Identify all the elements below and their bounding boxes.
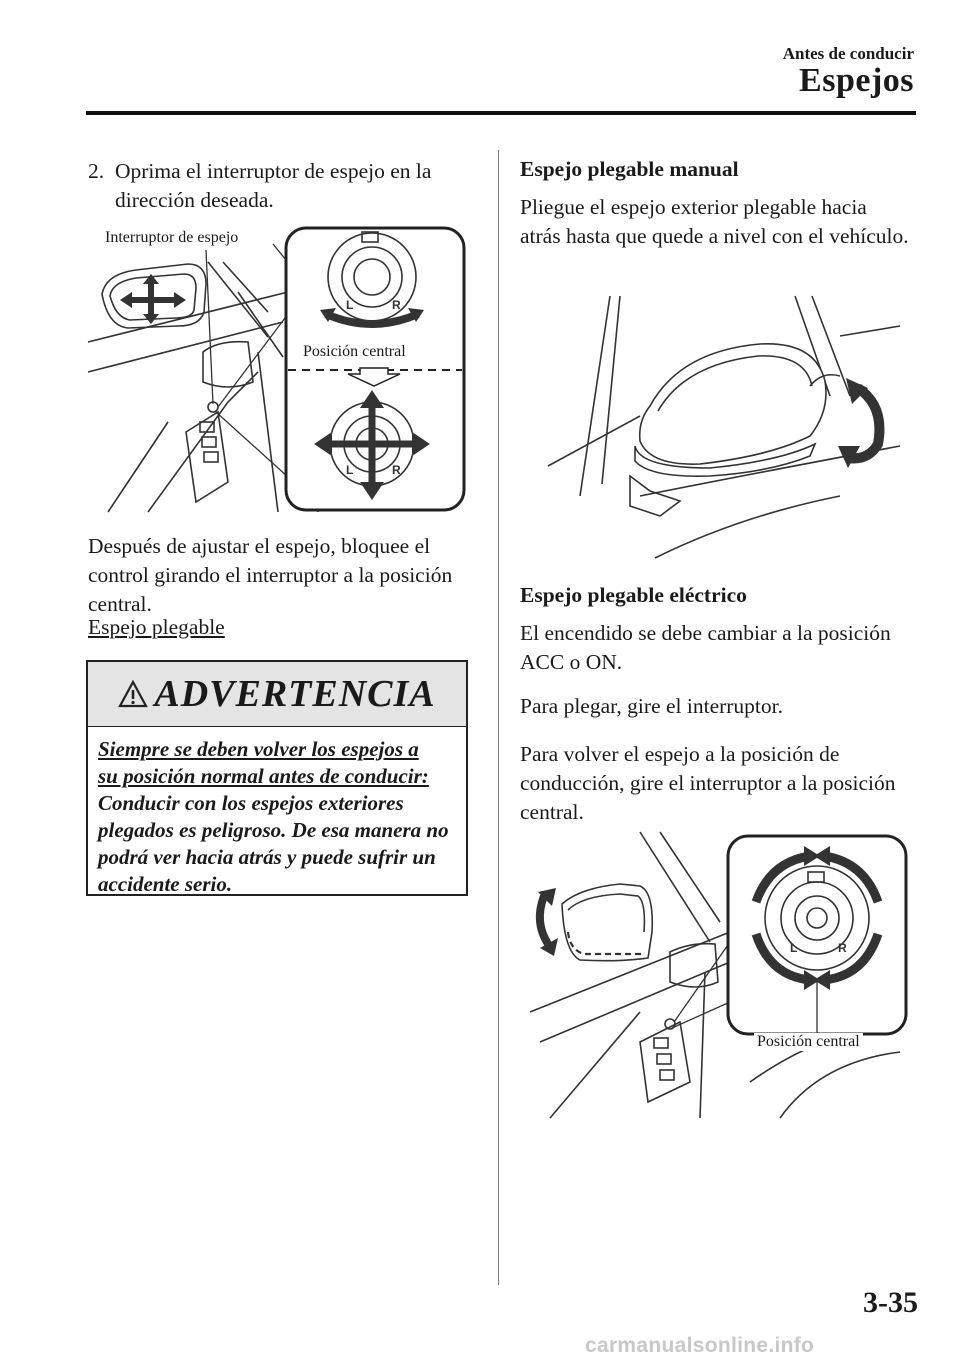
svg-text:L: L bbox=[790, 941, 797, 955]
warning-box: ADVERTENCIA Siempre se deben volver los … bbox=[86, 660, 468, 896]
section-name: Antes de conducir bbox=[782, 44, 914, 63]
svg-text:L: L bbox=[346, 298, 353, 312]
warning-text: Siempre se deben volver los espejos a su… bbox=[98, 736, 458, 898]
electric-p2: Para plegar, gire el interruptor. bbox=[520, 694, 784, 718]
column-divider bbox=[498, 150, 499, 1285]
svg-text:R: R bbox=[838, 941, 847, 955]
electric-fold-illustration: L R bbox=[529, 831, 908, 1119]
subheading-folding-mirror: Espejo plegable bbox=[88, 615, 225, 639]
svg-text:R: R bbox=[392, 463, 401, 477]
electric-fold-figure: L R Posición central bbox=[520, 831, 910, 1119]
warning-header: ADVERTENCIA bbox=[88, 662, 466, 727]
header-rule bbox=[86, 111, 916, 115]
warning-title: ADVERTENCIA bbox=[154, 673, 436, 715]
label-center-position: Posición central bbox=[300, 343, 409, 361]
svg-text:R: R bbox=[392, 298, 401, 312]
mirror-switch-figure: L R L R Interruptor de espejo Posición c… bbox=[87, 222, 468, 513]
step-text: Oprima el interruptor de espejo en la di… bbox=[115, 159, 432, 212]
manual-fold-mirror-illustration bbox=[547, 295, 901, 559]
label-mirror-switch: Interruptor de espejo bbox=[102, 229, 242, 247]
heading-electric-folding: Espejo plegable eléctrico bbox=[520, 583, 747, 607]
after-adjust-text: Después de ajustar el espejo, bloquee el… bbox=[88, 534, 453, 616]
label-center-position-2: Posición central bbox=[754, 1033, 863, 1051]
page-number: 3-35 bbox=[863, 1286, 918, 1319]
page-title: Espejos bbox=[799, 62, 914, 99]
step-2: 2. Oprima el interruptor de espejo en la… bbox=[88, 157, 488, 215]
electric-p1: El encendido se debe cambiar a la posici… bbox=[520, 621, 891, 674]
warning-line-2: su posición normal antes de conducir: bbox=[98, 764, 429, 788]
door-panel-illustration: L R L R bbox=[87, 226, 466, 513]
electric-p3: Para volver el espejo a la posición de c… bbox=[520, 742, 896, 824]
warning-triangle-icon bbox=[118, 679, 149, 708]
svg-text:L: L bbox=[346, 463, 353, 477]
warning-line-1: Siempre se deben volver los espejos a bbox=[98, 737, 419, 761]
manual-folding-text: Pliegue el espejo exterior plegable haci… bbox=[520, 195, 909, 248]
warning-rest: Conducir con los espejos exteriores pleg… bbox=[98, 791, 449, 896]
watermark: carmanualsonline.info bbox=[585, 1334, 815, 1357]
heading-manual-folding: Espejo plegable manual bbox=[520, 157, 739, 181]
step-number: 2. bbox=[88, 159, 105, 183]
